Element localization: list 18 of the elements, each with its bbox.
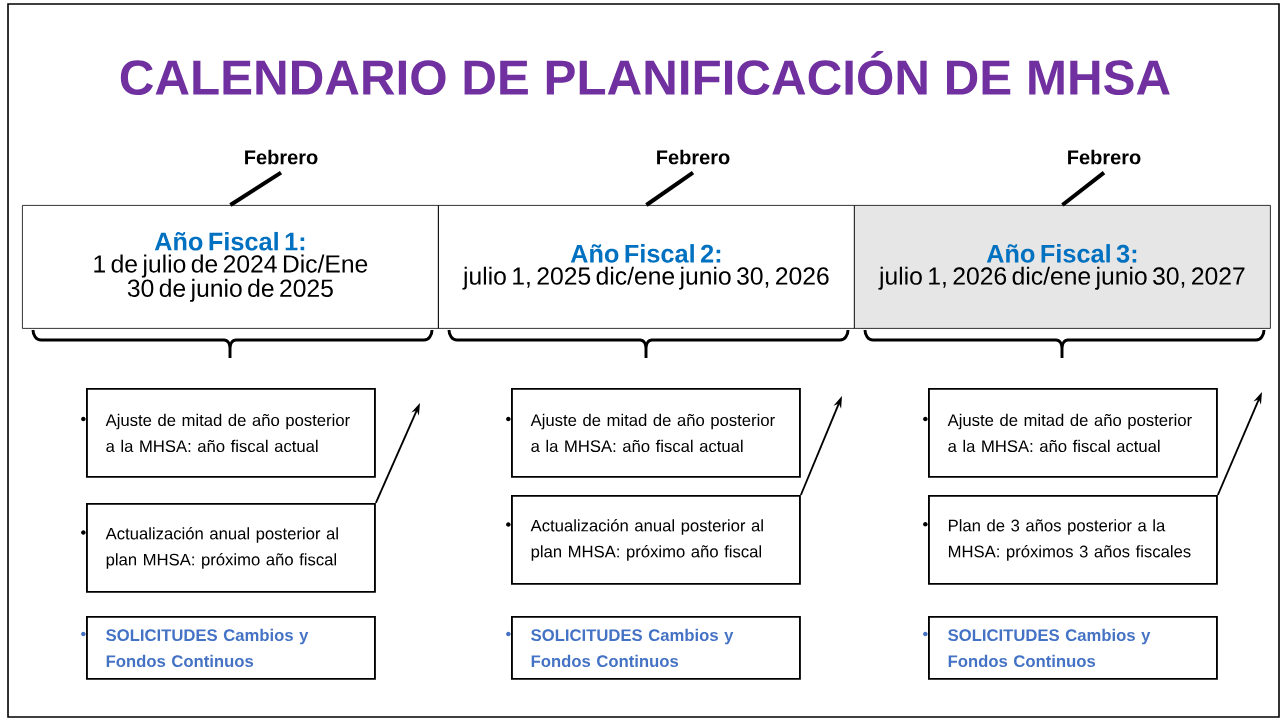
bullet-box: SOLICITUDES Cambios y Fondos Continuos xyxy=(506,616,801,680)
bullet-box: SOLICITUDES Cambios y Fondos Continuos xyxy=(923,616,1218,680)
bullet-box: Ajuste de mitad de año posterior a la MHSA: año fiscal actual xyxy=(923,388,1218,478)
month-label: Febrero xyxy=(245,149,318,165)
bullet-box: Actualización anual posterior al plan MHSA: próximo año fiscal xyxy=(506,495,801,585)
bullet-box: Actualización anual posterior al plan MHSA: próximo año fiscal xyxy=(81,503,376,593)
bullet-box: Ajuste de mitad de año posterior a la MHSA: año fiscal actual xyxy=(81,388,376,478)
fiscal-year-box: Año Fiscal 1: 1 de julio de 2024 Dic/Ene 30 de junio de 2025 xyxy=(22,205,439,329)
title: CALENDARIO DE PLANIFICACIÓN DE MHSA xyxy=(120,50,1170,96)
bullet-box: SOLICITUDES Cambios y Fondos Continuos xyxy=(81,616,376,680)
tick-line xyxy=(645,170,695,207)
fiscal-year-box: Año Fiscal 3: julio 1, 2026 dic/ene junio 30, 2027 xyxy=(854,205,1271,329)
month-label: Febrero xyxy=(657,149,730,165)
tick-line xyxy=(1061,171,1106,207)
tick-line xyxy=(229,170,283,207)
bullet-box: Ajuste de mitad de año posterior a la MHSA: año fiscal actual xyxy=(506,388,801,478)
bullet-box: Plan de 3 años posterior a la MHSA: próximos 3 años fiscales xyxy=(923,495,1218,585)
month-label: Febrero xyxy=(1068,149,1141,165)
